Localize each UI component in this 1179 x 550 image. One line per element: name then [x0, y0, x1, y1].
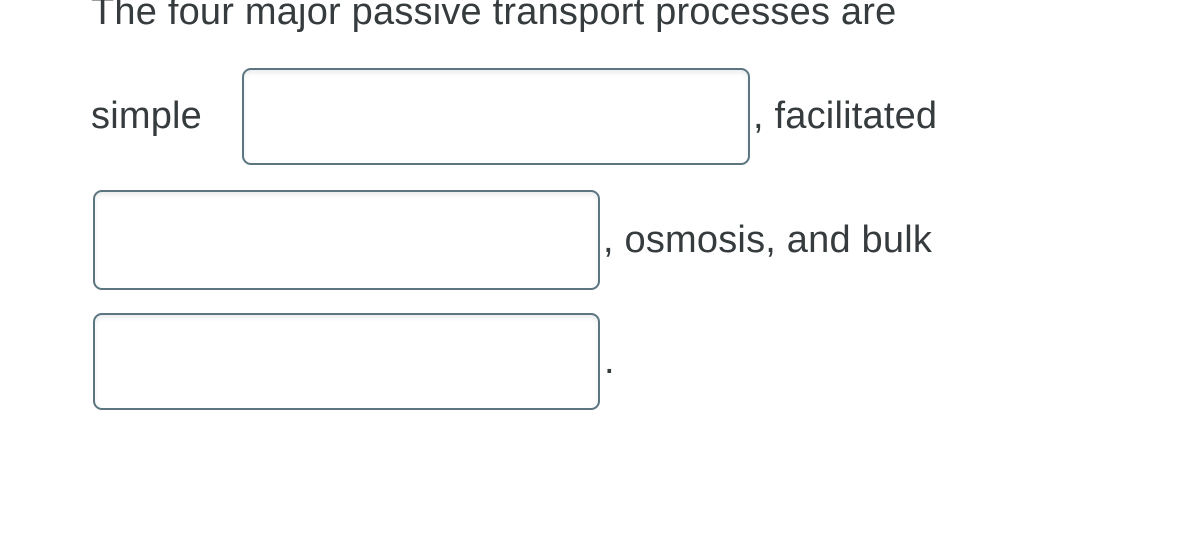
fill-in-blank-input-2[interactable]	[93, 190, 600, 290]
question-text-after-blank3: .	[604, 340, 615, 382]
question-text-after-blank1: , facilitated	[753, 95, 938, 137]
fill-in-blank-input-1[interactable]	[242, 68, 750, 165]
question-text-before-blank1: simple	[91, 95, 203, 137]
question-text-after-blank2: , osmosis, and bulk	[603, 219, 933, 261]
question-text-line1: The four major passive transport process…	[91, 0, 897, 33]
fill-in-blank-input-3[interactable]	[93, 313, 600, 410]
